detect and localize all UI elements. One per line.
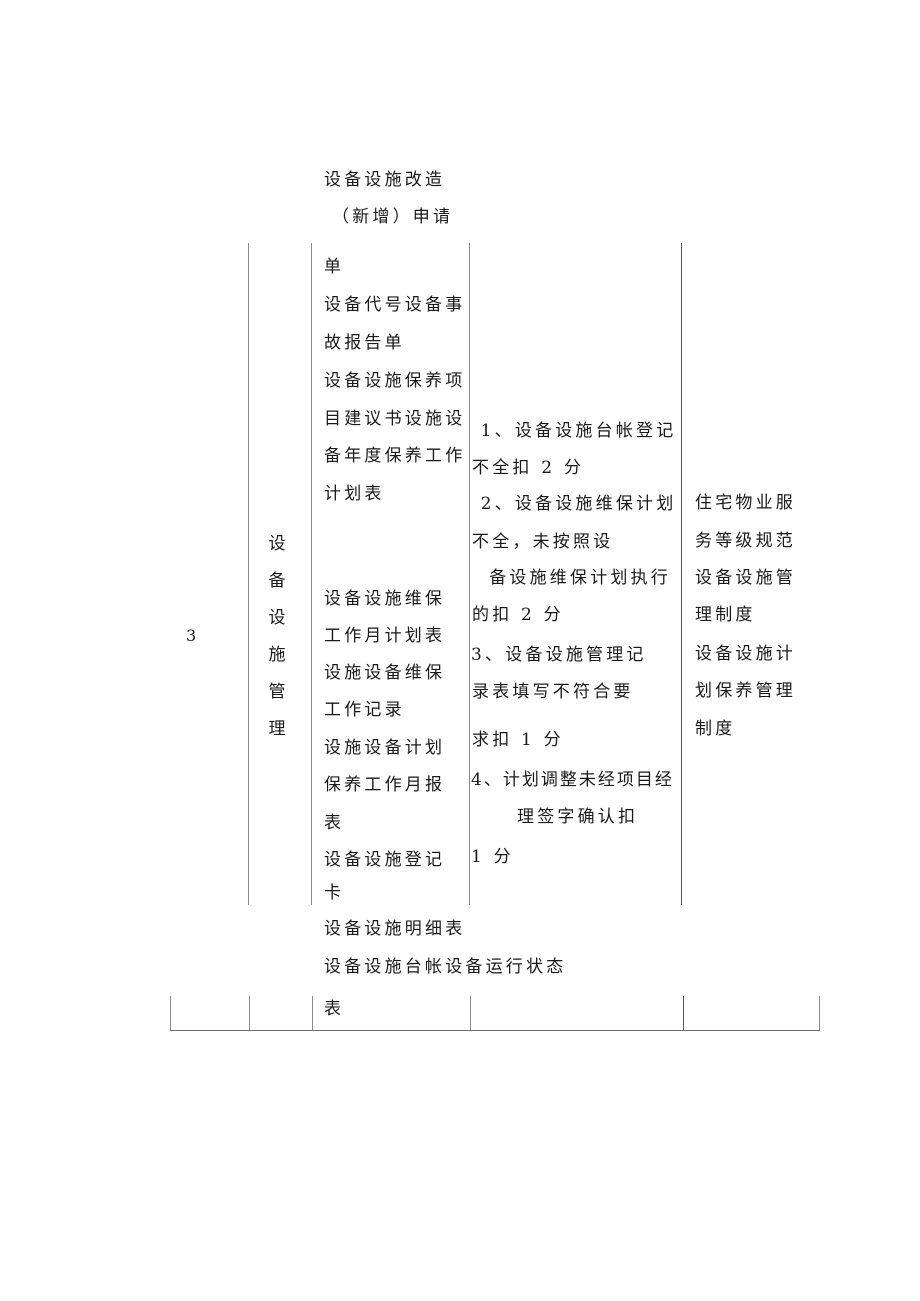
basis-line: 制度	[695, 719, 736, 739]
criteria-line: 1、设备设施台帐登记	[472, 421, 677, 441]
row-number: 3	[186, 626, 200, 645]
basis-line: 务等级规范	[695, 531, 796, 551]
record-line: 目建议书设施设	[324, 409, 466, 429]
criteria-line: 2、设备设施维保计划	[472, 494, 677, 514]
record-line: 设备设施维保	[324, 589, 446, 609]
table-border-col4-left	[469, 243, 470, 905]
record-line: 设施设备维保	[324, 663, 446, 683]
record-line: 设备设施保养项	[324, 371, 466, 391]
record-line: 表	[324, 813, 345, 833]
category-char: 设	[268, 534, 286, 554]
record-line: 计划表	[324, 484, 385, 504]
table-border-col3-left-bottom	[312, 996, 313, 1030]
table-border-bottom	[170, 1030, 820, 1031]
record-line: 卡	[324, 883, 345, 903]
record-line: 设备代号设备事	[324, 295, 466, 315]
table-border-col2-left	[248, 243, 249, 905]
table-border-col5-left-bottom	[683, 996, 684, 1030]
criteria-line: 不全，未按照设	[472, 532, 614, 552]
record-line: 设施设备计划	[324, 738, 446, 758]
category-char: 管	[268, 682, 286, 702]
record-line: 工作记录	[324, 700, 405, 720]
record-line: 故报告单	[324, 333, 405, 353]
record-overflow-line: 设备设施台帐设备运行状态	[324, 957, 567, 977]
record-line: 设备设施登记	[324, 850, 446, 870]
record-line: 工作月计划表	[324, 626, 446, 646]
basis-line: 划保养管理	[695, 681, 796, 701]
record-overflow-line: （新增）申请	[332, 207, 454, 227]
table-border-col4-left-bottom	[470, 996, 471, 1030]
criteria-line: 求扣 1 分	[472, 730, 564, 750]
record-line: 备年度保养工作	[324, 446, 466, 466]
record-overflow-line: 设备设施改造	[324, 170, 446, 190]
basis-line: 设备设施管	[695, 568, 796, 588]
table-border-col5-left	[681, 243, 682, 905]
criteria-line: 3、设备设施管理记	[471, 645, 647, 665]
category-char: 理	[268, 719, 286, 739]
record-tail-line: 表	[324, 999, 345, 1019]
basis-line: 理制度	[695, 605, 756, 625]
criteria-line: 1 分	[471, 847, 514, 867]
criteria-line: 4、计划调整未经项目经	[471, 770, 674, 790]
category-char: 设	[268, 608, 286, 628]
criteria-line: 录表填写不符合要	[472, 682, 634, 702]
criteria-line: 不全扣 2 分	[472, 458, 585, 478]
table-border-col3-left	[311, 243, 312, 905]
table-border-left	[170, 996, 171, 1030]
criteria-line: 的扣 2 分	[472, 605, 564, 625]
criteria-line: 备设施维保计划执行	[472, 568, 672, 588]
basis-line: 设备设施计	[695, 644, 796, 664]
criteria-line: 理签字确认扣	[517, 807, 639, 827]
category-char: 备	[268, 571, 286, 591]
record-overflow-line: 设备设施明细表	[324, 919, 466, 939]
record-line: 保养工作月报	[324, 775, 446, 795]
basis-line: 住宅物业服	[695, 493, 796, 513]
category-char: 施	[268, 645, 286, 665]
table-border-col2-left-bottom	[249, 996, 250, 1030]
record-line: 单	[324, 257, 345, 277]
table-border-right	[819, 996, 820, 1030]
